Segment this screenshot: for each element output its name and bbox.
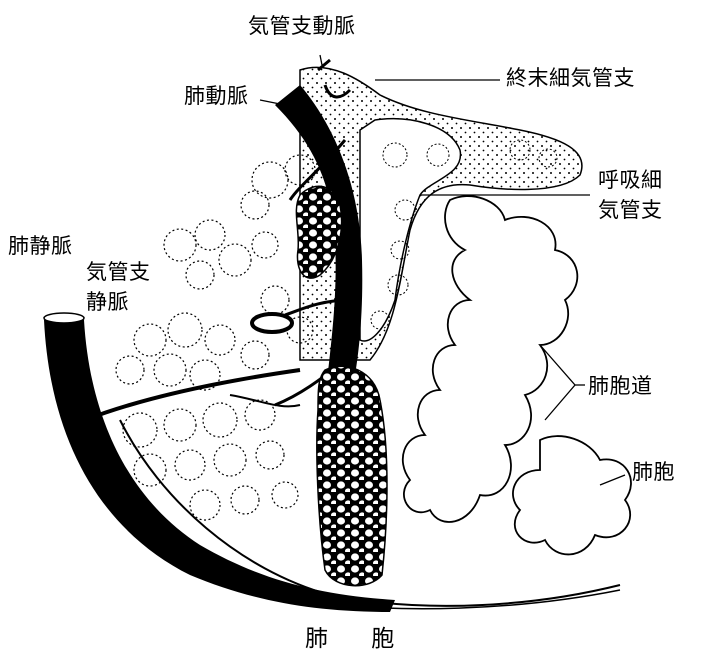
label-alveolus: 肺胞 xyxy=(632,462,675,483)
bronchial-vein-ring xyxy=(252,314,292,332)
label-alveolar-duct: 肺胞道 xyxy=(588,376,653,397)
label-bronchial-artery: 気管支動脈 xyxy=(248,16,356,37)
label-bronchial-vein-2: 静脈 xyxy=(86,292,129,313)
label-pulmonary-vein: 肺静脈 xyxy=(8,236,73,257)
alveolus-sac xyxy=(513,436,631,554)
capillary-network-lower xyxy=(317,366,387,585)
vein-branch xyxy=(85,370,300,420)
alveolar-clusters xyxy=(116,155,315,520)
label-bronchial-vein-1: 気管支 xyxy=(86,262,151,283)
diagram-caption: 肺 胞 xyxy=(305,628,412,651)
label-respiratory-bronchiole-1: 呼吸細 xyxy=(598,170,663,191)
pulmonary-vein-opening xyxy=(44,313,84,323)
label-terminal-bronchiole: 終末細気管支 xyxy=(506,68,635,89)
label-respiratory-bronchiole-2: 気管支 xyxy=(598,200,663,221)
label-pulmonary-artery: 肺動脈 xyxy=(184,86,249,107)
